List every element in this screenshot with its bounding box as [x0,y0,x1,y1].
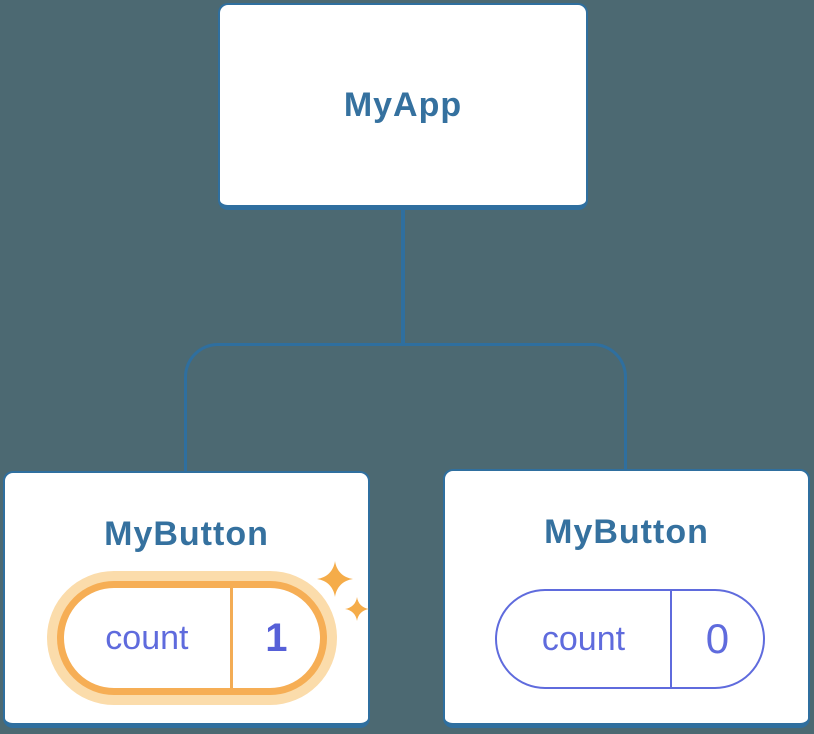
child-node-label: MyButton [544,513,709,551]
sparkle-icon-small [345,597,369,621]
child-node-normal: MyButton count 0 [443,469,810,728]
connector-bracket [184,343,627,471]
state-key-cell: count [64,588,233,688]
state-key: count [541,619,626,658]
root-node-label: MyApp [343,85,463,124]
root-node: MyApp [218,3,588,210]
state-value: 0 [705,615,730,662]
connector-stem [401,210,405,346]
state-pill-highlighted: count 1 [57,581,327,695]
state-value-cell: 1 [233,588,320,688]
state-pill-normal: count 0 [495,589,765,689]
state-value-cell: 0 [672,591,763,687]
state-key: count [105,618,189,657]
state-key-cell: count [497,591,672,687]
sparkle-icon-large [317,561,353,597]
child-node-highlighted: MyButton count 1 [3,471,370,728]
state-value: 1 [265,615,288,660]
child-node-label: MyButton [104,515,269,553]
